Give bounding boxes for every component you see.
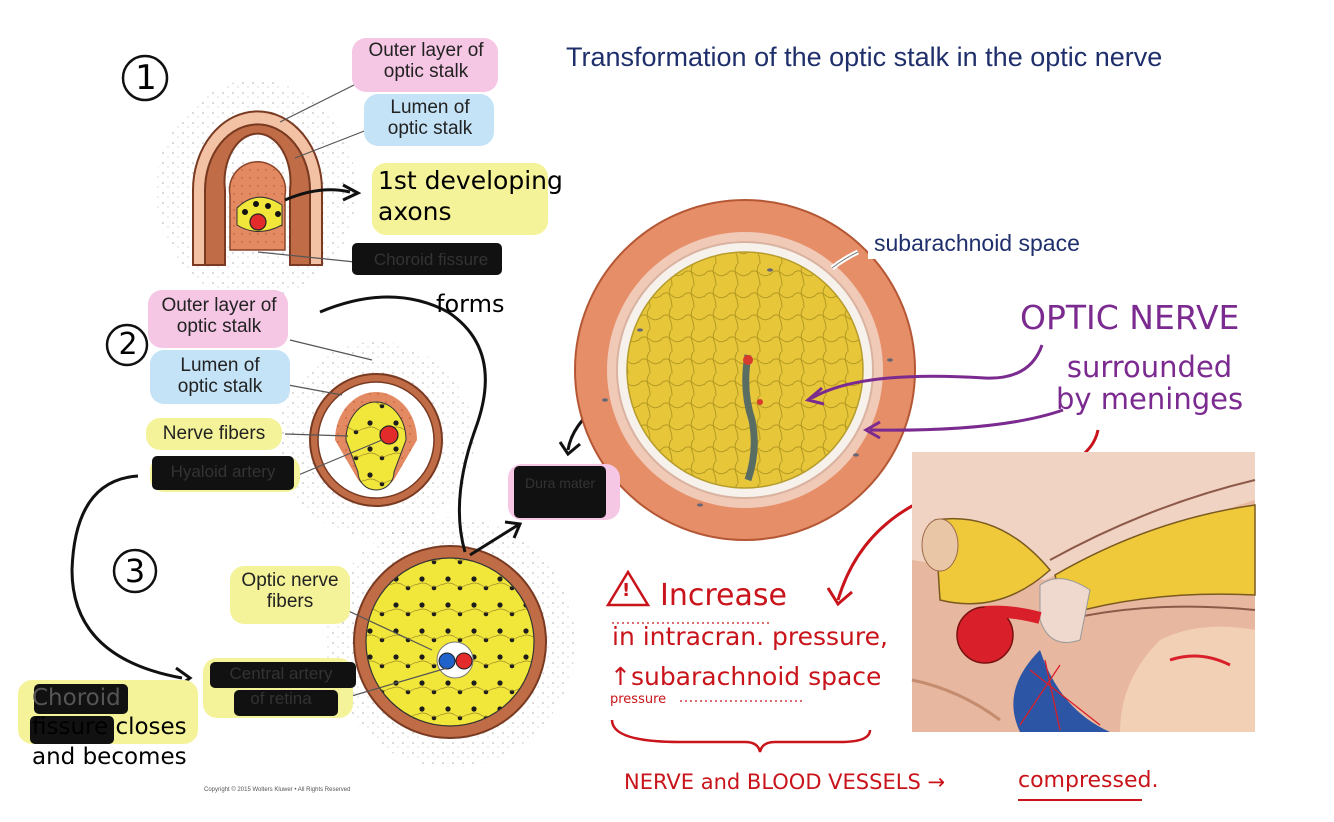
stage1-choroid-fissure-label: Choroid fissure [373,250,489,269]
subarachnoid-label: subarachnoid space [868,228,1086,259]
increase-note: Increase [660,578,787,613]
stage2-hyaloid-artery-label: Hyaloid artery [170,462,276,481]
purple-arrows [804,344,1064,440]
stage3-number: 3 [124,552,146,590]
subarachnoid-pressure-note: ↑subarachnoid space [610,662,882,691]
page-title: Transformation of the optic stalk in the… [566,42,1163,72]
intracranial-note: in intracran. pressure, [612,622,888,651]
optic-nerve-cross-section [574,199,916,541]
fissure-closes-note: Choroid fissure closes and becomes [32,685,187,770]
pressure-note: pressure [610,692,667,707]
stage2-drawing [105,323,474,538]
compressed-note: compressed. [1018,768,1159,793]
compressed-line: NERVE and BLOOD VESSELS → [624,770,946,794]
copyright: Copyright © 2015 Wolters Kluwer • All Ri… [204,787,351,793]
dura-label: Dura mater [524,475,596,491]
optic-nerve-note: OPTIC NERVE [1020,298,1240,337]
stage2-number: 2 [118,327,138,362]
warning-mark: ! [622,580,631,601]
stage1-number: 1 [135,58,157,98]
eye-anatomy-illustration [911,452,1256,732]
stage3-drawing [112,517,575,767]
warning-icon [605,569,651,607]
brace [610,719,872,753]
stage2-nerve-fibers-label: Nerve fibers [162,423,266,444]
forms-note: forms [436,290,505,318]
stage1-drawing [121,54,373,300]
